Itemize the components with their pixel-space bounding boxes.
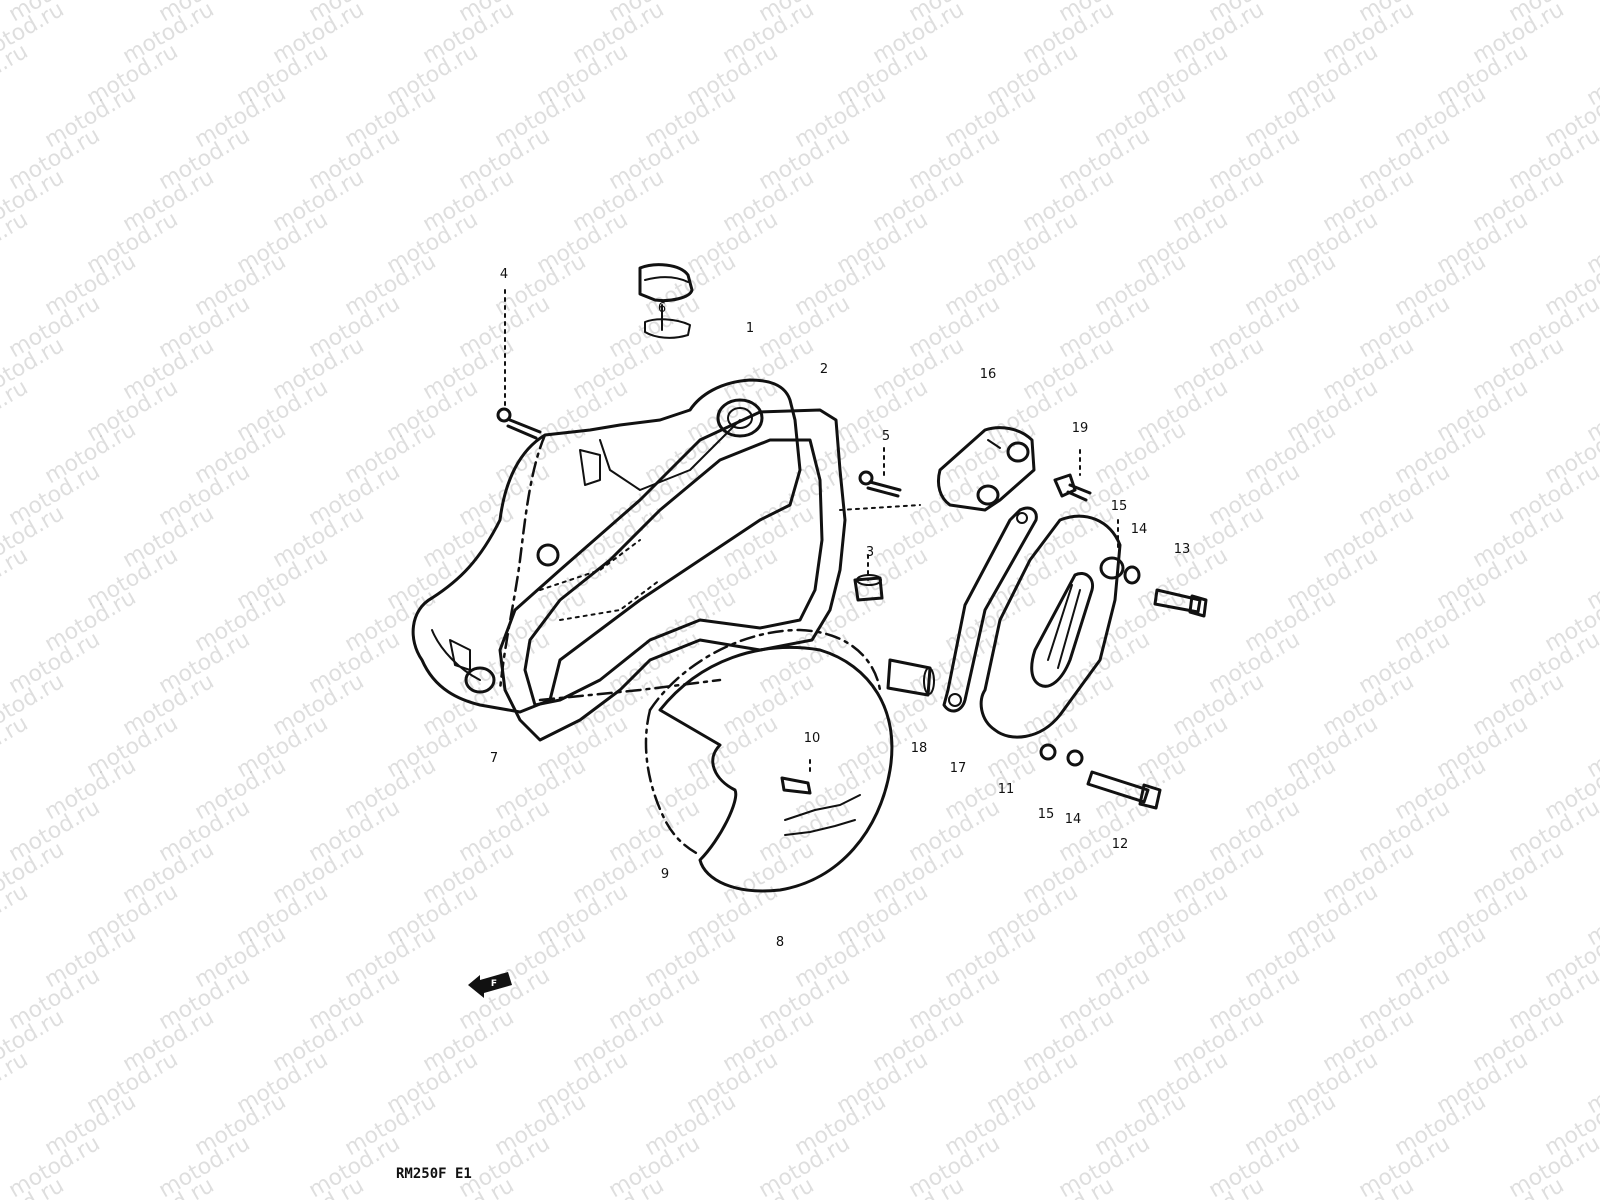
bolt-13 <box>1153 588 1208 618</box>
washer-14-15-bottom <box>1039 743 1084 767</box>
callout-part-19: 19 <box>1072 421 1089 436</box>
watermark-text: motod.ru <box>0 543 32 615</box>
callout-part-1: 1 <box>746 321 754 336</box>
washer-14-15-top <box>1117 519 1141 585</box>
gasket-17 <box>942 506 1038 713</box>
watermark-text: motod.ru <box>0 207 32 279</box>
callout-part-14: 14 <box>1065 812 1082 827</box>
bolt-19 <box>1053 449 1092 502</box>
callout-part-15: 15 <box>1111 499 1128 514</box>
bolt-4 <box>496 289 542 440</box>
callout-part-13: 13 <box>1174 542 1191 557</box>
magneto-cover-8 <box>658 646 894 893</box>
crankcase-cover-right <box>411 378 802 714</box>
watermark-text: motod.ru <box>0 879 32 951</box>
bolt-12 <box>1086 770 1162 810</box>
bracket-16 <box>936 426 1036 512</box>
crankcase-cover-gasket <box>498 408 847 742</box>
callout-part-16: 16 <box>980 367 997 382</box>
callout-part-4: 4 <box>500 267 508 282</box>
callout-part-11: 11 <box>998 782 1015 797</box>
callout-part-14: 14 <box>1131 522 1148 537</box>
watermark-text: motod.ru <box>0 1047 32 1119</box>
callout-part-7: 7 <box>490 751 498 766</box>
callout-part-3: 3 <box>866 545 874 560</box>
dowel-18 <box>886 658 935 697</box>
callout-part-8: 8 <box>776 935 784 950</box>
callout-part-6: 6 <box>658 301 666 316</box>
callout-part-18: 18 <box>911 741 928 756</box>
callout-part-9: 9 <box>661 867 669 882</box>
callout-part-17: 17 <box>950 761 967 776</box>
dowel-pin-3 <box>853 554 884 602</box>
watermark-text: motod.ru <box>0 39 32 111</box>
side-cover-11 <box>979 514 1125 739</box>
callout-part-2: 2 <box>820 362 828 377</box>
watermark-text: motod.ru <box>0 375 32 447</box>
diagram-model-code: RM250F E1 <box>396 1166 472 1182</box>
watermark-text: motod.ru <box>0 711 32 783</box>
front-direction-badge-label: F <box>491 979 497 989</box>
front-direction-badge <box>468 972 512 998</box>
callout-part-15: 15 <box>1038 807 1055 822</box>
bolt-5 <box>839 447 921 511</box>
callout-part-12: 12 <box>1112 837 1129 852</box>
filler-cap <box>638 263 694 339</box>
magneto-gasket-9 <box>644 628 882 857</box>
callout-part-5: 5 <box>882 429 890 444</box>
callout-part-10: 10 <box>804 731 821 746</box>
